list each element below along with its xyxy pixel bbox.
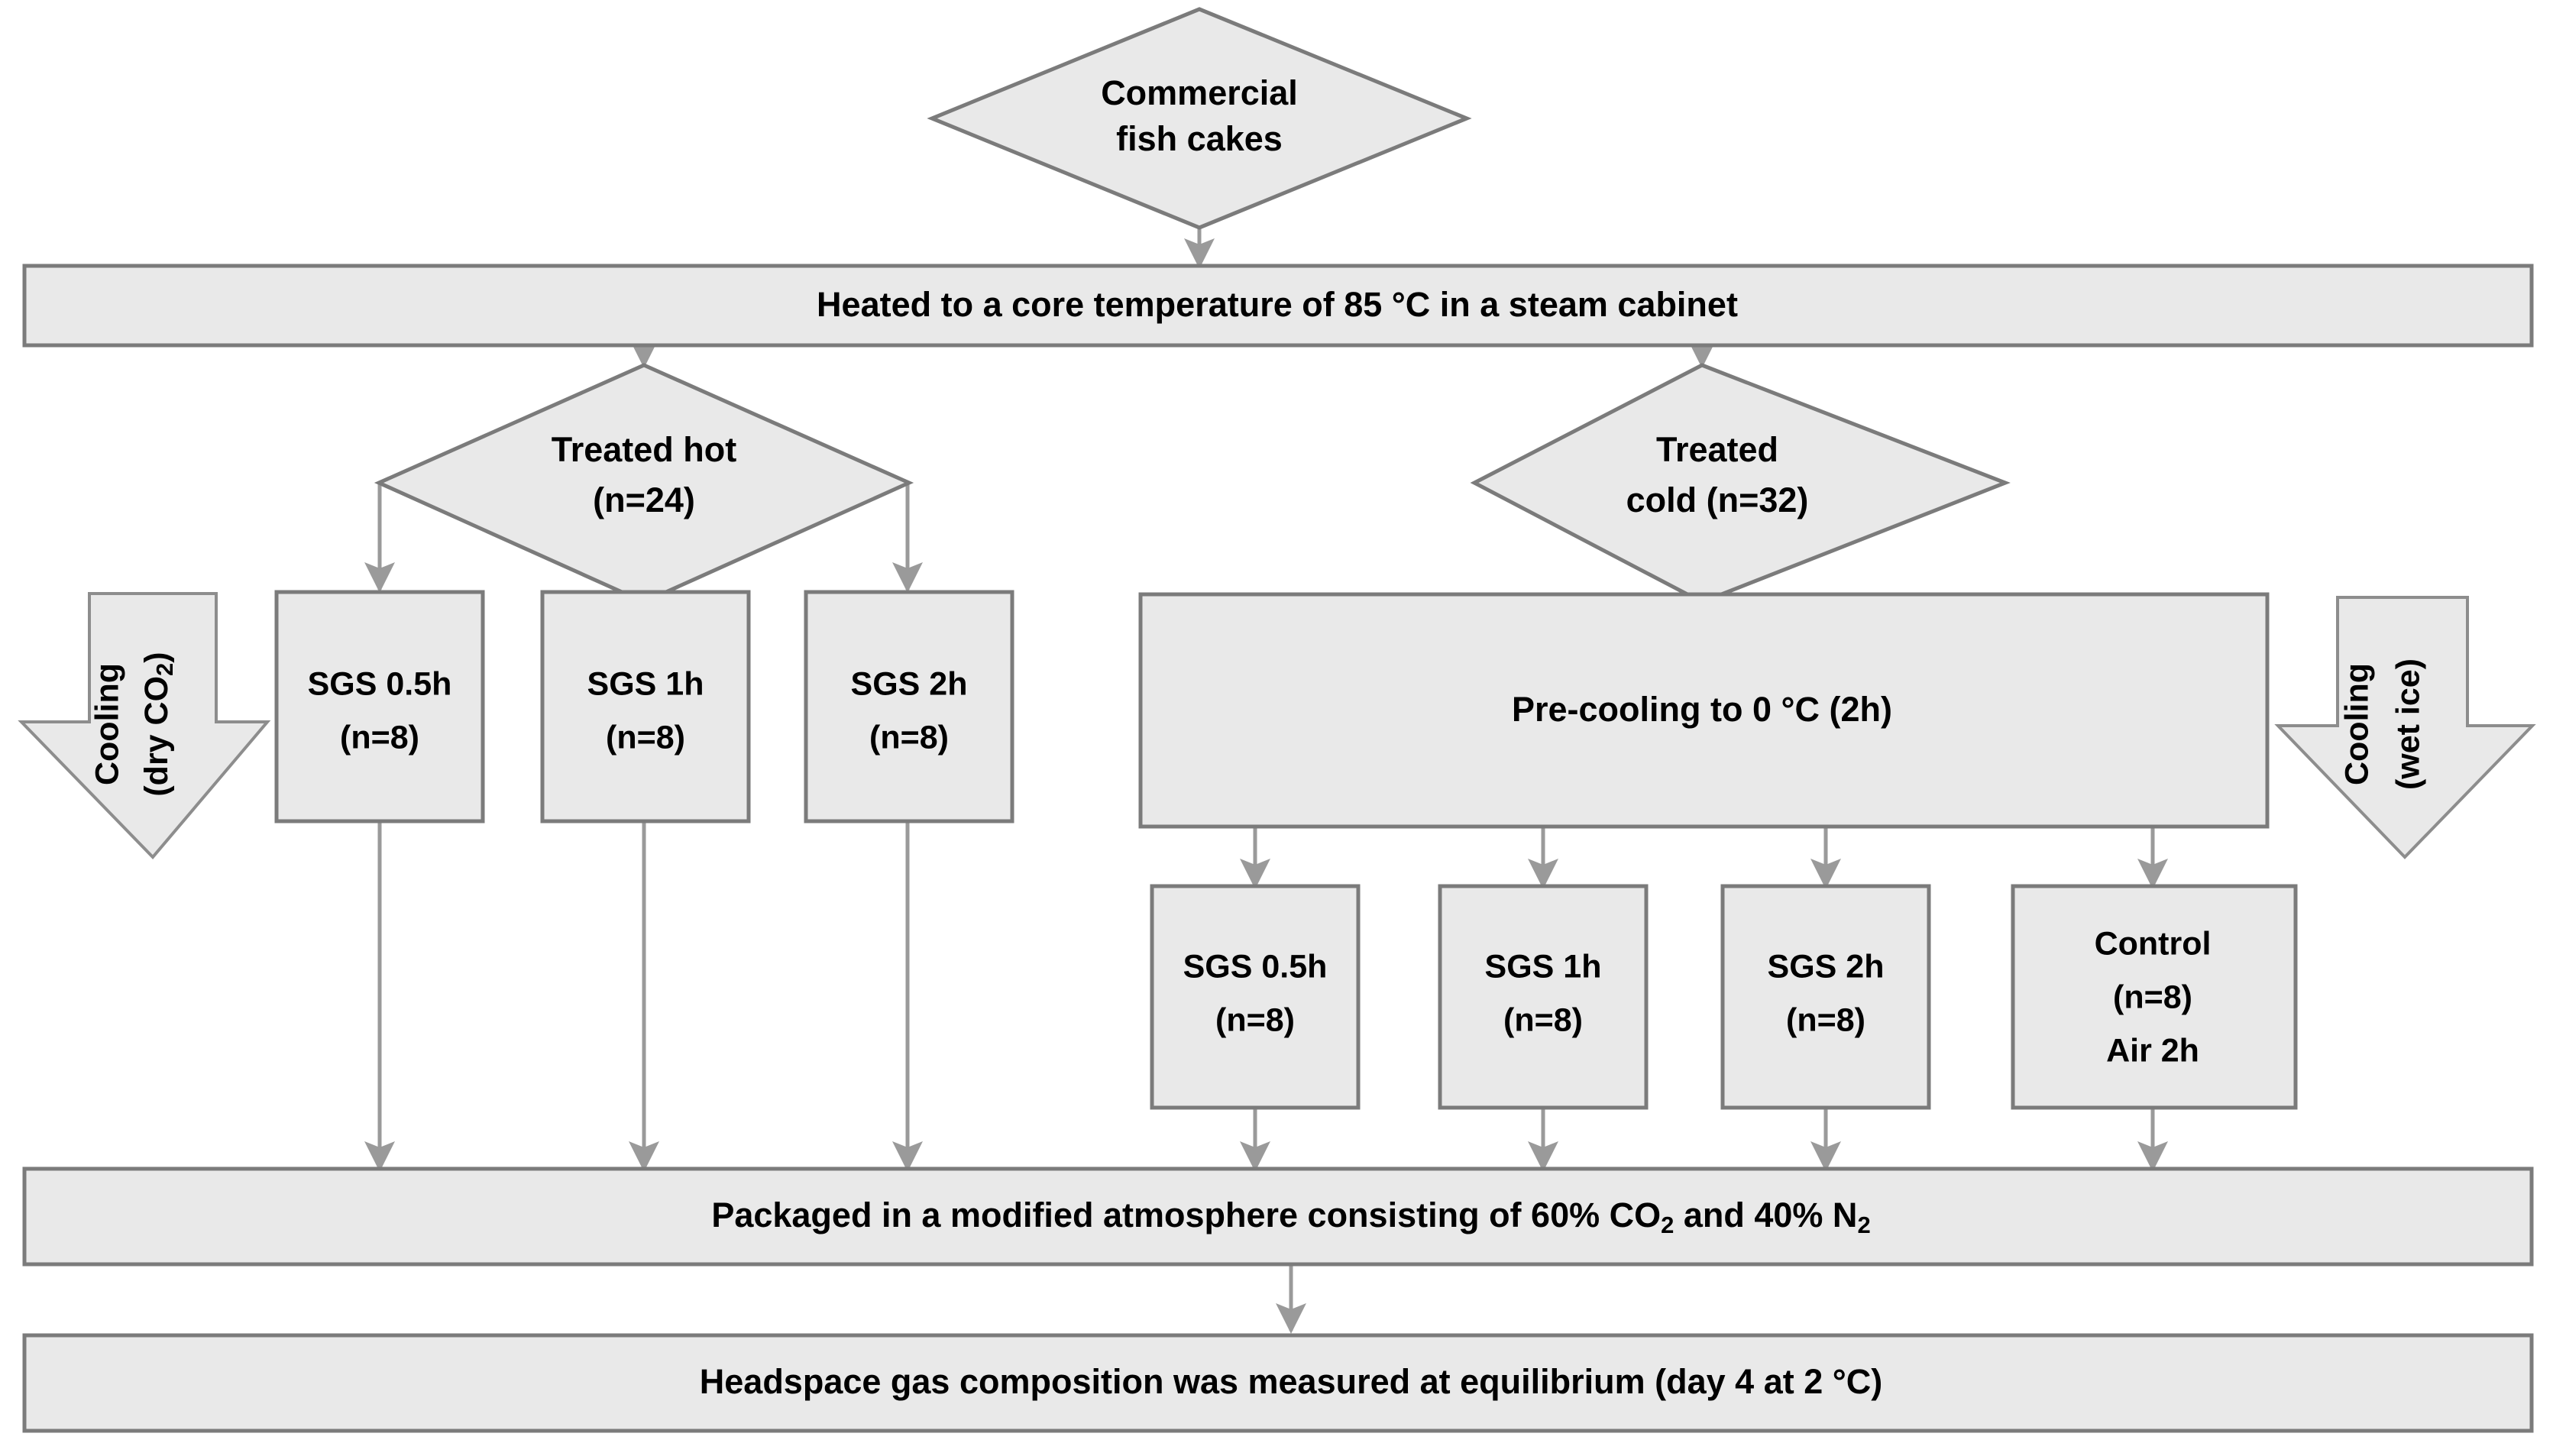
node-measurement-bar[interactable]: Headspace gas composition was measured a… [22,1333,2534,1433]
packaging-label-sub2: 2 [1857,1212,1870,1238]
packaging-label: Packaged in a modified atmosphere consis… [711,1196,1870,1238]
heating-label: Heated to a core temperature of 85 °C in… [817,285,1738,324]
measurement-label: Headspace gas composition was measured a… [700,1362,1882,1401]
cold-sgs-05h-line1: SGS 0.5h [1183,948,1328,985]
hot-sgs-05h-line2: (n=8) [340,719,419,756]
node-packaging-bar[interactable]: Packaged in a modified atmosphere consis… [22,1166,2534,1267]
treated-hot-label-line2: (n=24) [593,480,695,519]
cooling-dry-line2-main: (dry CO [138,676,175,797]
treated-hot-label-line1: Treated hot [552,430,737,469]
packaging-label-sub1: 2 [1661,1212,1674,1238]
hot-sgs-1h-line1: SGS 1h [587,665,704,702]
cooling-dry-line2-subscript: 2 [151,663,178,676]
node-commercial-fish-cakes[interactable]: Commercial fish cakes [927,7,1472,230]
box-shape [1150,884,1361,1110]
cooling-dry-label-line1: Cooling [89,663,125,785]
node-cold-sgs-05h[interactable]: SGS 0.5h (n=8) [1150,884,1361,1110]
source-label-line1: Commercial [1101,73,1298,112]
box-shape [1720,884,1931,1110]
node-cold-sgs-1h[interactable]: SGS 1h (n=8) [1438,884,1649,1110]
connectors [364,225,2168,1335]
down-arrow-shape [2274,596,2536,859]
box-shape [540,590,751,823]
treated-cold-label-line1: Treated [1656,430,1778,469]
hot-sgs-2h-line1: SGS 2h [851,665,968,702]
cold-control-line2: (n=8) [2113,979,2192,1015]
node-cold-sgs-2h[interactable]: SGS 2h (n=8) [1720,884,1931,1110]
cold-sgs-05h-line2: (n=8) [1215,1001,1295,1038]
source-label-line2: fish cakes [1116,119,1283,158]
cold-sgs-1h-line2: (n=8) [1503,1001,1583,1038]
cold-group-boxes: SGS 0.5h (n=8) SGS 1h (n=8) SGS 2h (n=8)… [1150,884,2298,1110]
node-treated-cold[interactable]: Treated cold (n=32) [1470,363,2011,604]
packaging-label-part1: Packaged in a modified atmosphere consis… [711,1196,1661,1234]
hot-group-boxes: SGS 0.5h (n=8) SGS 1h (n=8) SGS 2h (n=8) [274,590,1014,823]
hot-sgs-2h-line2: (n=8) [869,719,949,756]
node-cold-control[interactable]: Control (n=8) Air 2h [2011,884,2298,1110]
box-shape [274,590,485,823]
node-cooling-wet-ice-arrow[interactable]: Cooling (wet ice) [2274,596,2536,859]
node-hot-sgs-1h[interactable]: SGS 1h (n=8) [540,590,751,823]
treated-cold-label-line2: cold (n=32) [1626,480,1809,519]
cold-sgs-2h-line1: SGS 2h [1768,948,1885,985]
down-arrow-shape [18,592,271,859]
bar-shape [22,1333,2534,1433]
node-precooling-bar[interactable]: Pre-cooling to 0 °C (2h) [1138,592,2270,829]
bar-shape [22,264,2534,348]
packaging-label-part2: and 40% N [1674,1196,1857,1234]
hot-sgs-05h-line1: SGS 0.5h [308,665,452,702]
precooling-label: Pre-cooling to 0 °C (2h) [1512,690,1892,729]
cooling-wet-label-line1: Cooling [2338,663,2375,785]
cold-control-line1: Control [2095,925,2212,962]
node-cooling-dry-co2-arrow[interactable]: Cooling (dry CO2) [18,592,271,859]
cooling-dry-label-line2: (dry CO2) [138,652,178,796]
hot-sgs-1h-line2: (n=8) [606,719,685,756]
cooling-wet-label-line2: (wet ice) [2390,658,2426,790]
diamond-shape [927,7,1472,230]
cooling-dry-line2-close: ) [138,652,175,662]
box-shape [2011,884,2298,1110]
cold-control-line3: Air 2h [2106,1032,2199,1069]
bar-shape [1138,592,2270,829]
node-heating-bar[interactable]: Heated to a core temperature of 85 °C in… [22,264,2534,348]
node-treated-hot[interactable]: Treated hot (n=24) [374,363,914,604]
node-hot-sgs-05h[interactable]: SGS 0.5h (n=8) [274,590,485,823]
bar-shape [22,1166,2534,1267]
box-shape [1438,884,1649,1110]
node-hot-sgs-2h[interactable]: SGS 2h (n=8) [804,590,1014,823]
cold-sgs-2h-line2: (n=8) [1786,1001,1865,1038]
cold-sgs-1h-line1: SGS 1h [1485,948,1602,985]
box-shape [804,590,1014,823]
